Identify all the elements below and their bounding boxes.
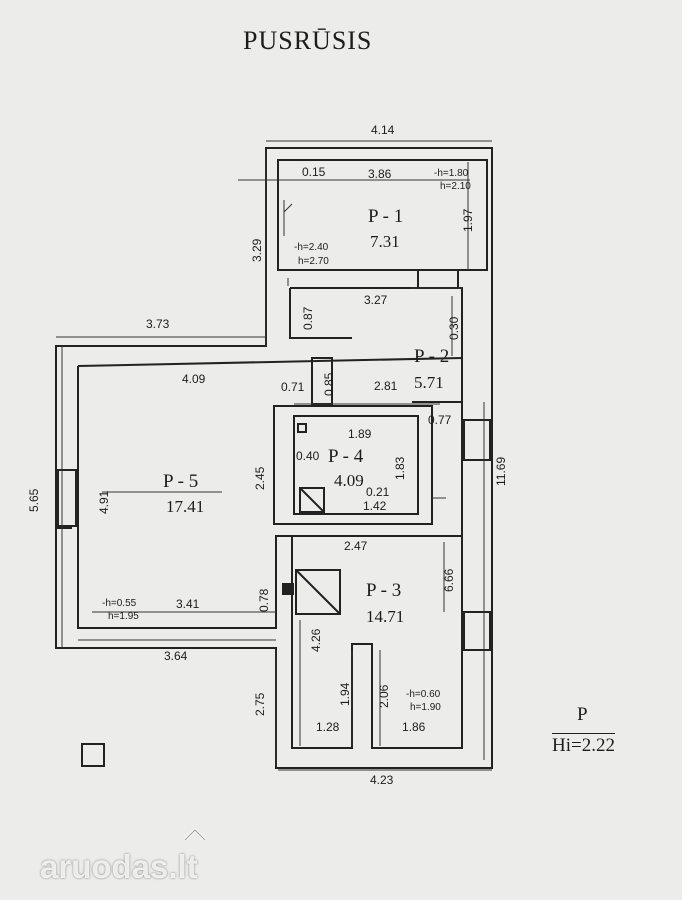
p4-box [299, 487, 325, 513]
dim-p4-bottom: 1.42 [363, 499, 387, 513]
room-p3-code: P - 3 [366, 580, 401, 601]
dim-p5-door3: 0.78 [257, 588, 271, 612]
p2-upper-wall [289, 288, 352, 339]
dim-p3-left: 4.26 [309, 628, 323, 652]
dim-p1-wall: 0.15 [302, 165, 326, 179]
dim-top-width: 4.14 [371, 123, 395, 137]
dim-p4-gap: 0.21 [366, 485, 390, 499]
vent-2 [417, 269, 459, 289]
plan-title: PUSRŪSIS [243, 26, 373, 55]
p4-block [273, 405, 433, 525]
p4-inner [293, 415, 419, 515]
dim-p2-top: 3.27 [364, 293, 388, 307]
dim-p3-bottom-left: 1.28 [316, 720, 340, 734]
dim-p4-height: 1.83 [393, 456, 407, 480]
window-right-1 [463, 419, 491, 461]
dim-p5-inner-left: 4.91 [97, 490, 111, 514]
room-p2-code: P - 2 [414, 346, 449, 367]
dim-lower-left: 2.75 [253, 692, 267, 716]
corridor-wall [77, 357, 463, 367]
p5-window-h2: h=1.95 [108, 611, 139, 622]
dim-p5-right: 2.45 [253, 466, 267, 490]
dim-left-total: 5.65 [27, 488, 41, 512]
dim-bottom-total: 4.23 [370, 773, 394, 787]
dim-p4-wall: 0.40 [296, 449, 320, 463]
p4-vent [297, 423, 307, 433]
legend-label: P [577, 704, 588, 725]
room-p5-code: P - 5 [163, 471, 198, 492]
window-left [57, 469, 77, 527]
legend-value: Hi=2.22 [552, 733, 615, 756]
dim-p3-niche2: 2.06 [377, 684, 391, 708]
p5-wall [77, 366, 295, 629]
dim-p1-inner: 3.86 [368, 167, 392, 181]
room-p1-code: P - 1 [368, 206, 403, 227]
dim-p5-door: 0.71 [281, 380, 305, 394]
legend-square [81, 743, 105, 767]
dim-p2-left: 0.87 [301, 306, 315, 330]
dim-p5-bottom: 3.41 [176, 597, 200, 611]
dim-p5-door2: 0.85 [322, 372, 336, 396]
room-p5-area: 17.41 [166, 497, 204, 516]
dim-p2-side: 0.30 [447, 316, 461, 340]
room-p2-area: 5.71 [414, 373, 444, 392]
outer-wall [55, 147, 493, 769]
dim-p3-top: 2.47 [344, 539, 368, 553]
dim-p4-width: 1.89 [348, 427, 372, 441]
dim-p2-width: 2.81 [374, 379, 398, 393]
inner-wall [277, 159, 488, 271]
p5-marker [282, 583, 294, 595]
dim-p4-side: 0.77 [428, 413, 452, 427]
p3-box [295, 569, 341, 615]
p1-window-h2: h=2.10 [440, 181, 471, 192]
room-p1-area: 7.31 [370, 232, 400, 251]
room-p4-code: P - 4 [328, 446, 364, 467]
dim-right-total: 11.69 [494, 457, 508, 486]
dim-p3-bottom-right: 1.86 [402, 720, 426, 734]
p5-window-h1: -h=0.55 [102, 598, 137, 609]
room-p3-area: 14.71 [366, 607, 404, 626]
dim-p5-top: 4.09 [182, 372, 206, 386]
watermark-house-icon [183, 827, 207, 842]
p3-window-h1: -h=0.60 [406, 689, 441, 700]
window-right-2 [463, 611, 491, 651]
p1-window-h1: -h=1.80 [434, 168, 469, 179]
dim-p1-left: 3.29 [250, 238, 264, 262]
room-p4-area: 4.09 [334, 471, 364, 490]
p1-door-h1: -h=2.40 [294, 242, 329, 253]
dim-corridor-top: 3.73 [146, 317, 170, 331]
dim-p5-outer-bottom: 3.64 [164, 649, 188, 663]
dim-p3-niche: 1.94 [338, 682, 352, 706]
p3-window-h2: h=1.90 [410, 702, 441, 713]
p1-door-h2: h=2.70 [298, 256, 329, 267]
watermark-logo: aruodas.lt [40, 848, 198, 885]
dim-p3-right: 6.66 [442, 568, 456, 592]
dim-p1-height: 1.97 [461, 208, 475, 232]
p2-wall [290, 287, 463, 403]
